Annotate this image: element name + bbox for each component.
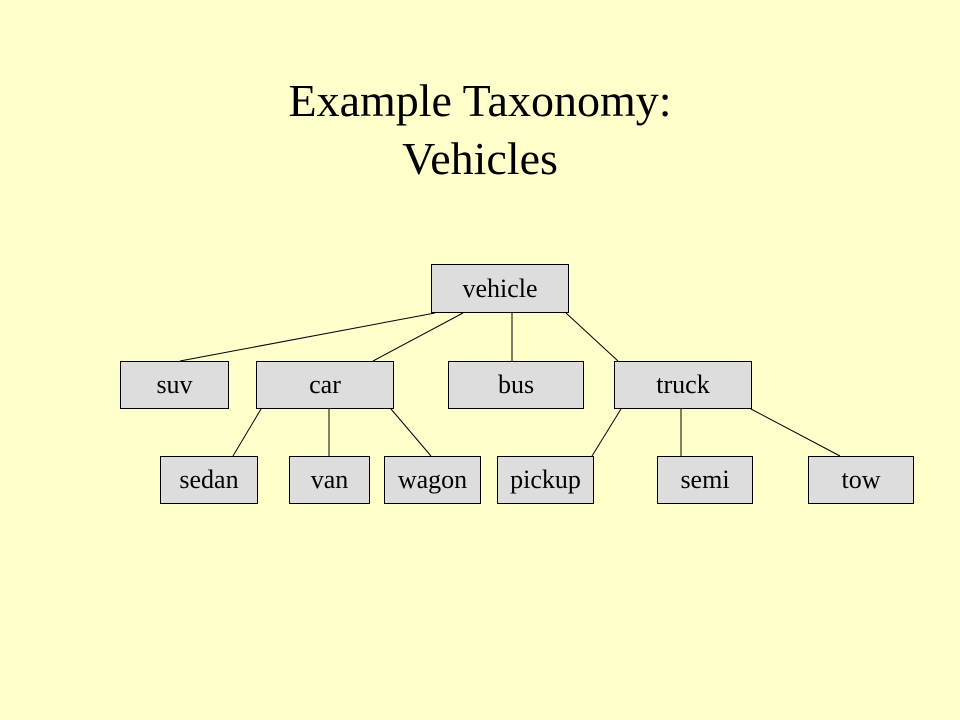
node-semi: semi (657, 456, 753, 504)
edge-car-wagon (390, 408, 432, 457)
slide-title: Example Taxonomy: Vehicles (0, 72, 960, 188)
node-wagon: wagon (384, 456, 481, 504)
node-car: car (256, 361, 394, 409)
node-vehicle: vehicle (431, 264, 569, 313)
edge-vehicle-car (372, 312, 464, 362)
edge-vehicle-suv (179, 312, 436, 362)
node-pickup: pickup (497, 456, 594, 504)
node-bus: bus (448, 361, 584, 409)
node-suv: suv (120, 361, 229, 409)
node-van: van (289, 456, 370, 504)
node-tow: tow (808, 456, 914, 504)
node-truck: truck (614, 361, 752, 409)
title-line-1: Example Taxonomy: (288, 75, 672, 126)
edge-car-sedan (232, 408, 262, 457)
edge-truck-tow (750, 408, 841, 457)
title-line-2: Vehicles (402, 133, 558, 184)
edge-truck-pickup (591, 408, 622, 457)
edge-vehicle-truck (565, 312, 619, 362)
node-sedan: sedan (160, 456, 258, 504)
